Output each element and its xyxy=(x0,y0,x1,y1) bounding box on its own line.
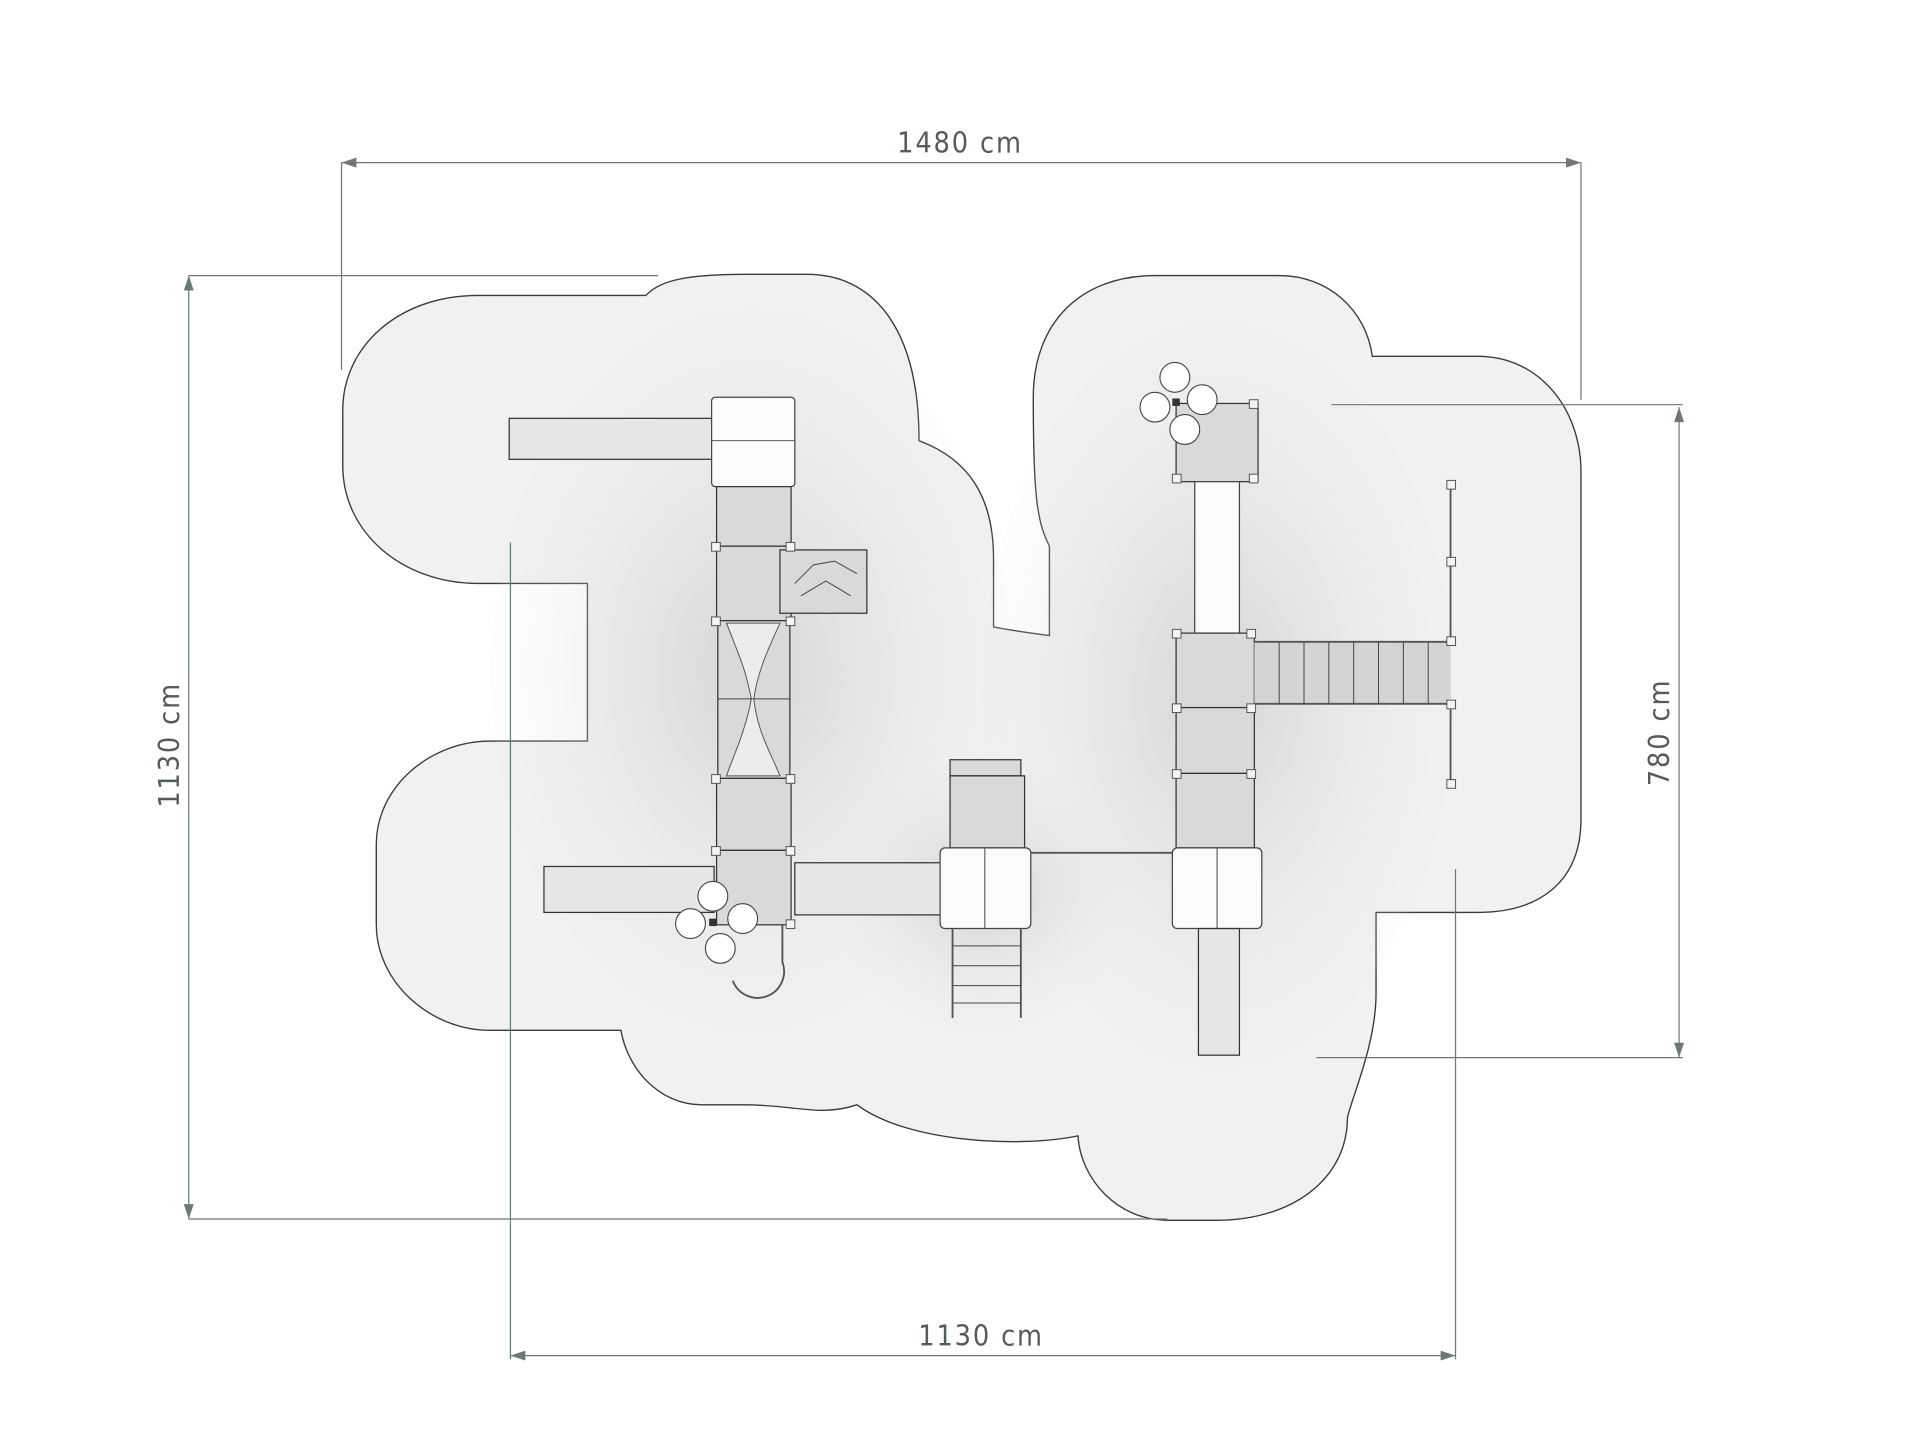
rail xyxy=(949,759,1022,777)
deck xyxy=(715,777,792,851)
deck xyxy=(715,486,792,547)
roof xyxy=(939,847,1032,930)
deck xyxy=(949,775,1026,849)
ladder xyxy=(951,928,1022,1018)
dimension-label: 1130 cm xyxy=(152,682,186,808)
roof xyxy=(710,396,796,488)
curved-rail xyxy=(731,924,785,999)
deck xyxy=(1175,772,1255,849)
slide-top-left xyxy=(508,417,713,460)
tube-slide xyxy=(1194,481,1241,634)
right-structure xyxy=(1139,361,1457,1056)
left-structure xyxy=(508,396,945,999)
dimension-overall-depth: 1130 cm xyxy=(152,274,1168,1220)
bridge xyxy=(794,862,945,916)
dimension-label: 780 cm xyxy=(1642,679,1676,786)
monkey-bars xyxy=(1254,484,1454,785)
deck xyxy=(1175,632,1255,709)
slide-bottom-left xyxy=(543,865,715,914)
dimension-equipment-depth: 780 cm xyxy=(1316,404,1685,1059)
dimension-label: 1480 cm xyxy=(897,126,1023,160)
tree-panels-icon xyxy=(1139,361,1218,445)
tree-panels-icon xyxy=(675,880,759,964)
slide-right xyxy=(1197,927,1241,1056)
dimension-overall-width: 1480 cm xyxy=(340,126,1582,400)
dimension-equipment-width: 1130 cm xyxy=(509,542,1457,1361)
middle-structure xyxy=(939,759,1173,1018)
climbing-wall xyxy=(779,549,868,614)
deck xyxy=(1175,706,1255,774)
dimension-label: 1130 cm xyxy=(918,1319,1044,1353)
